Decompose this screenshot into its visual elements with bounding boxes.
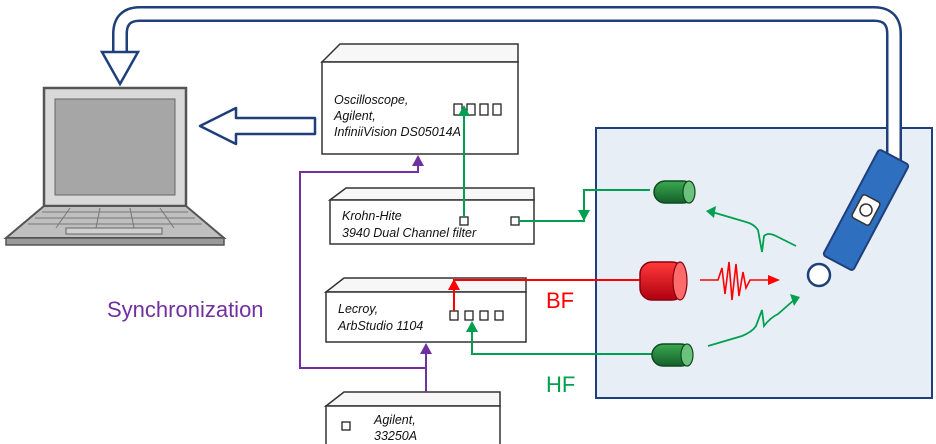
arb-generator-device: Lecroy, ArbStudio 1104 [323,277,527,343]
scope-to-laptop-arrow [198,106,317,146]
feedback-arrow [99,6,902,175]
sync-wiring [299,155,432,392]
camera-icon [822,149,910,271]
hf-pulses [706,206,800,347]
bf-label: BF [546,288,574,313]
generator-label-2: 33250A [374,429,417,443]
bubble-icon [806,262,832,288]
sync-label: Synchronization [107,297,264,322]
oscilloscope-label-3: InfiniiVision DS05014A [334,125,461,139]
transducer-icon [639,261,688,301]
laptop-icon [3,86,227,246]
filter-label-2: 3940 Dual Channel filter [342,226,477,240]
oscilloscope-device: Oscilloscope, Agilent, InfiniiVision DS0… [320,43,519,155]
filter-device: Krohn-Hite 3940 Dual Channel filter [327,187,535,245]
hf-wiring [458,105,652,355]
bf-wiring [448,279,640,311]
arb-label-2: ArbStudio 1104 [337,319,423,333]
generator-label-1: Agilent, [373,413,416,427]
transducer-icon [651,343,694,367]
oscilloscope-label-1: Oscilloscope, [334,93,408,107]
bf-pulse [700,261,780,301]
oscilloscope-label-2: Agilent, [333,109,376,123]
hf-label: HF [546,372,575,397]
function-generator-device: Agilent, 33250A [323,391,501,444]
transducer-icon [653,180,696,204]
filter-label-1: Krohn-Hite [342,209,402,223]
arb-label-1: Lecroy, [338,302,378,316]
